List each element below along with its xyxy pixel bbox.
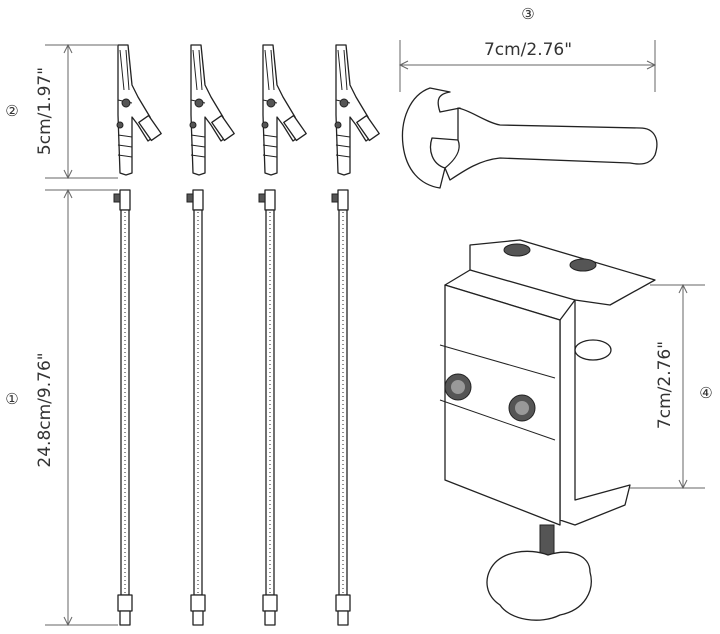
part-2-number: ② [5,102,18,120]
part-4-number: ④ [699,384,712,402]
dimension-2 [45,43,118,180]
part-1-number: ① [5,390,18,408]
dimension-3 [398,40,657,92]
wrench [401,87,658,189]
dimension-1 [45,188,118,627]
part-3-number: ③ [521,5,534,23]
part-3-dimension: 7cm/2.76" [484,40,572,60]
table-clamp [439,239,656,621]
dimension-4 [630,283,705,490]
alligator-clips [116,44,380,176]
part-1-dimension: 24.8cm/9.76" [35,352,55,467]
part-2-dimension: 5cm/1.97" [35,67,55,155]
gooseneck-arms [113,189,351,626]
part-4-dimension: 7cm/2.76" [655,341,675,429]
